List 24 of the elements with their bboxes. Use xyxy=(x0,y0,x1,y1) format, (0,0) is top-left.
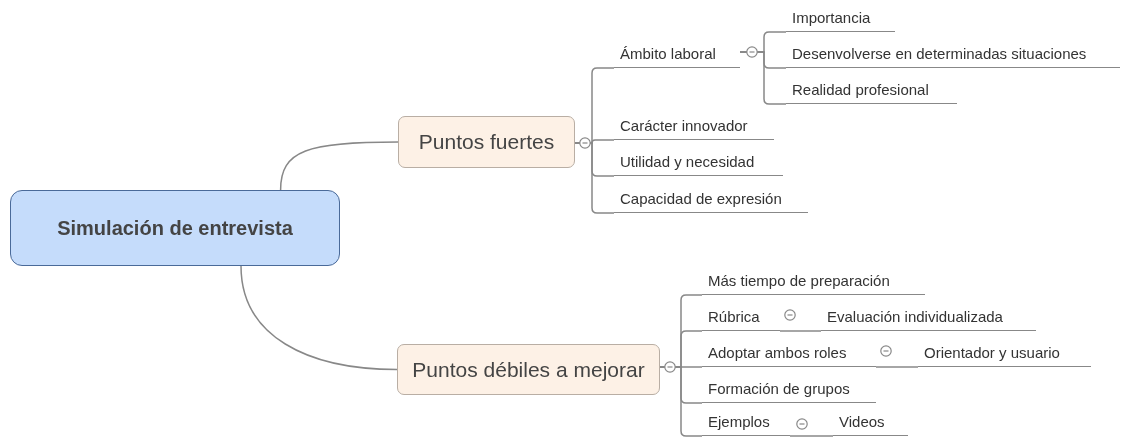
topic-label: Evaluación individualizada xyxy=(821,305,1036,331)
main-topic-box: Puntos fuertes xyxy=(398,116,575,168)
topic-label: Formación de grupos xyxy=(702,377,876,403)
topic-label: Orientador y usuario xyxy=(918,341,1091,367)
branch-line xyxy=(739,51,787,105)
topic-label: Ámbito laboral xyxy=(614,42,740,68)
topic-label: Realidad profesional xyxy=(786,78,957,104)
topic-label: Capacidad de expresión xyxy=(614,187,808,213)
branch-line xyxy=(279,141,399,191)
branch-line xyxy=(779,330,822,332)
topic-label: Más tiempo de preparación xyxy=(702,269,925,295)
topic-label: Rúbrica xyxy=(702,305,780,331)
topic-label: Desenvolverse en determinadas situaciones xyxy=(786,42,1120,68)
topic-label: Carácter innovador xyxy=(614,114,774,140)
topic-label: Importancia xyxy=(786,6,895,32)
topic-label: Adoptar ambos roles xyxy=(702,341,876,367)
branch-line xyxy=(789,435,834,437)
main-topic-box: Puntos débiles a mejorar xyxy=(397,344,660,395)
topic-label: Videos xyxy=(833,410,908,436)
topic-label: Utilidad y necesidad xyxy=(614,150,783,176)
branch-line xyxy=(240,265,398,371)
topic-label: Ejemplos xyxy=(702,410,790,436)
branch-line xyxy=(875,366,919,368)
central-topic-box: Simulación de entrevista xyxy=(10,190,340,266)
